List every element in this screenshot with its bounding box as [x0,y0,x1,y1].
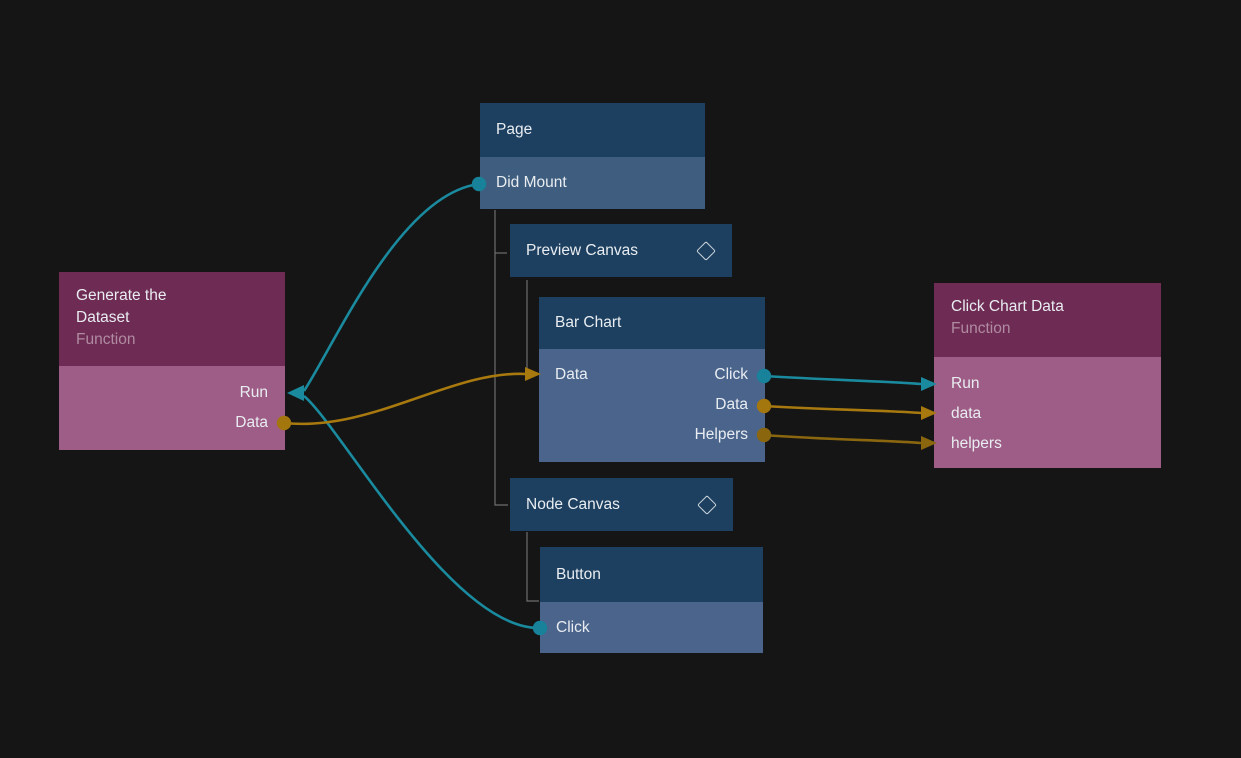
node-bar-chart-body: Data Click Data Helpers [539,349,765,462]
node-click-chart-data-header[interactable]: Click Chart Data Function [934,283,1161,357]
node-title: Page [496,121,533,138]
node-generate-body: Run Data [59,366,285,450]
port-label: Data [715,396,748,413]
tree-line-page-to-node-canvas [494,210,508,506]
tree-line-preview-to-bar-chart [526,280,538,374]
wire-barclick-to-ccd-run[interactable] [763,374,922,386]
port-data-input[interactable]: Data [555,360,588,390]
port-label: Data [235,414,268,431]
wire-barhelpers-to-ccd-helpers[interactable] [763,433,922,445]
component-diamond-icon [696,240,716,261]
node-button[interactable]: Button Click [540,547,763,653]
node-page-header[interactable]: Page [480,103,705,157]
node-generate-the-dataset[interactable]: Generate the Dataset Function Run Data [59,272,285,450]
port-label: Run [239,384,268,401]
port-label: Helpers [694,426,748,443]
component-diamond-icon [697,494,717,515]
node-click-chart-data[interactable]: Click Chart Data Function Run data helpe… [934,283,1161,468]
wire-bardata-to-ccd-data[interactable] [763,404,922,415]
node-node-canvas[interactable]: Node Canvas [510,478,733,531]
node-click-chart-data-body: Run data helpers [934,357,1161,468]
node-title: Bar Chart [555,314,622,331]
node-subtitle: Function [951,320,1011,337]
port-label: Run [951,375,980,392]
port-label: data [951,405,982,422]
node-title: Click Chart Data [951,298,1064,315]
node-generate-header[interactable]: Generate the Dataset Function [59,272,285,366]
node-title: Button [556,565,601,583]
port-click-output[interactable]: Click [695,360,748,390]
wire-didmount-to-run[interactable] [302,182,480,392]
node-page[interactable]: Page Did Mount [480,103,705,209]
port-run-input[interactable]: Run [951,369,1161,399]
port-label: Click [556,618,590,636]
node-title: Preview Canvas [526,241,638,259]
port-label: Did Mount [496,174,567,191]
port-helpers-output[interactable]: Helpers [695,420,748,450]
node-subtitle: Function [76,331,136,348]
node-bar-chart-header[interactable]: Bar Chart [539,297,765,349]
node-title: Node Canvas [526,495,620,513]
port-run-input[interactable]: Run [76,378,268,408]
node-preview-canvas-header[interactable]: Preview Canvas [510,224,732,277]
port-did-mount[interactable]: Did Mount [480,157,705,209]
wire-gendata-to-barchart-data[interactable] [283,372,527,426]
node-preview-canvas[interactable]: Preview Canvas [510,224,732,277]
wire-buttonclick-to-run[interactable] [303,395,541,630]
port-helpers-input[interactable]: helpers [951,429,1161,459]
port-label: Click [714,366,748,383]
node-node-canvas-header[interactable]: Node Canvas [510,478,733,531]
port-label: Data [555,366,588,383]
arrowhead-into-generate-run [287,385,304,401]
port-click[interactable]: Click [540,602,763,653]
port-data-output[interactable]: Data [695,390,748,420]
node-title: Generate the Dataset [76,287,167,326]
node-bar-chart[interactable]: Bar Chart Data Click Data Helpers [539,297,765,462]
port-data-input[interactable]: data [951,399,1161,429]
node-button-header[interactable]: Button [540,547,763,602]
port-data-output[interactable]: Data [76,408,268,438]
tree-line-node-canvas-to-button [526,532,539,602]
port-label: helpers [951,435,1002,452]
